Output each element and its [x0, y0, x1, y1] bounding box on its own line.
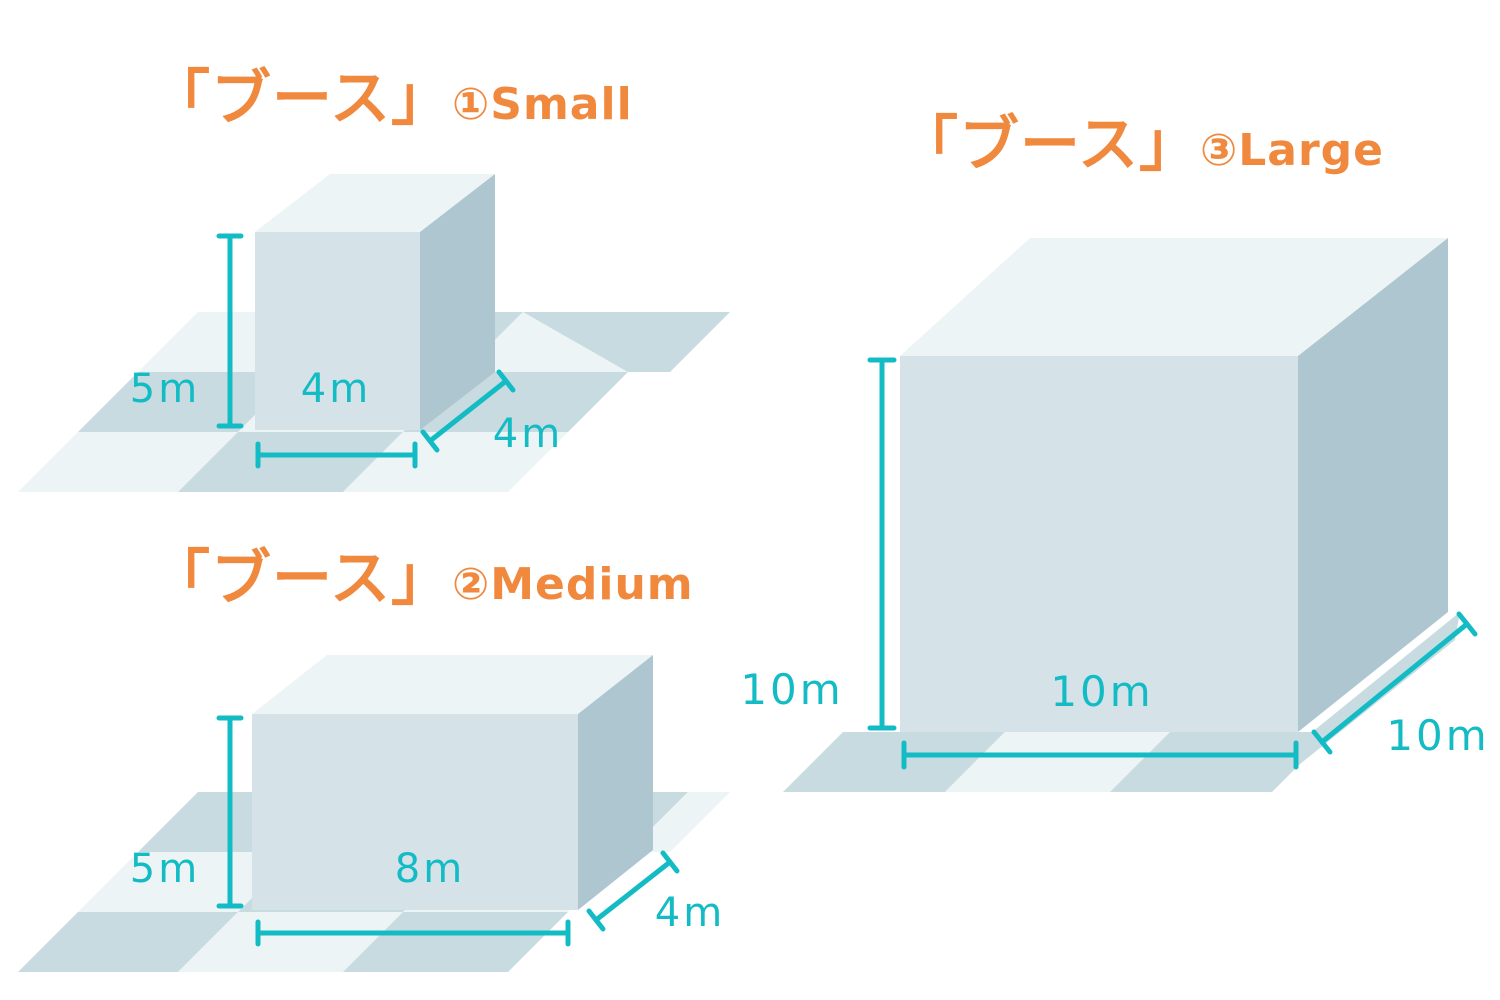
box-top-face: [900, 238, 1448, 356]
booth-large-depth-label: 10m: [1386, 711, 1489, 760]
floor-tile: [628, 792, 730, 852]
booth-small-title: 「ブース」①Small: [150, 50, 633, 137]
booth-large: 10m 10m 10m: [740, 238, 1489, 792]
booth-large-height-dimension: [867, 357, 897, 731]
floor-tile: [1110, 732, 1332, 792]
booth-large-height-label: 10m: [740, 665, 843, 714]
floor-tile: [18, 432, 238, 492]
booth-small-depth-label: 4m: [493, 411, 563, 457]
floor-tile: [78, 372, 298, 432]
box-front-face: [252, 714, 578, 910]
box-side-face: [578, 655, 653, 910]
booth-medium-height-label: 5m: [130, 846, 200, 892]
booth-large-title-en: ③Large: [1200, 125, 1385, 176]
booth-medium-width-dimension: [255, 919, 571, 947]
floor-tile: [343, 432, 568, 492]
floor-tile: [178, 912, 403, 972]
floor-tile: [945, 732, 1170, 792]
booth-large-box: [900, 238, 1448, 732]
booth-large-title-jp: 「ブース」: [898, 110, 1200, 180]
booth-small-height-label: 5m: [130, 366, 200, 412]
booth-small-width-dimension: [255, 441, 418, 469]
floor-tile: [178, 432, 403, 492]
floor-tile: [78, 852, 298, 912]
booth-large-depth-dimension: [1311, 611, 1478, 755]
box-front-face: [255, 232, 420, 430]
booth-medium-height-dimension: [216, 715, 244, 909]
booth-large-width-label: 10m: [1050, 667, 1153, 716]
floor-tile: [783, 732, 1005, 792]
booth-medium-title-en: ②Medium: [452, 559, 694, 610]
box-front-face: [900, 356, 1298, 732]
floor-tile: [523, 312, 730, 372]
booth-small-box: [255, 174, 495, 430]
booth-small-width-label: 4m: [301, 366, 371, 412]
box-side-face: [1298, 238, 1448, 732]
box-top-face: [255, 174, 495, 232]
booth-small-depth-dimension: [420, 369, 516, 453]
booth-medium-title-jp: 「ブース」: [150, 544, 452, 614]
booth-small-height-dimension: [216, 233, 244, 429]
booth-large-width-dimension: [901, 740, 1299, 770]
box-top-face: [252, 655, 653, 714]
floor-tile: [343, 912, 568, 972]
floor-tile: [18, 912, 238, 972]
booth-small-title-en: ①Small: [452, 79, 633, 130]
booth-medium-title: 「ブース」②Medium: [150, 530, 694, 617]
booth-small-title-jp: 「ブース」: [150, 64, 452, 134]
booth-medium: 5m 8m 4m: [18, 655, 730, 972]
booth-medium-width-label: 8m: [395, 846, 465, 892]
booth-medium-depth-label: 4m: [655, 890, 725, 936]
box-side-face: [420, 174, 495, 430]
booth-large-title: 「ブース」③Large: [898, 96, 1384, 183]
booth-small: 5m 4m 4m: [18, 174, 730, 492]
booth-medium-box: [252, 655, 653, 910]
booth-medium-depth-dimension: [586, 850, 680, 932]
